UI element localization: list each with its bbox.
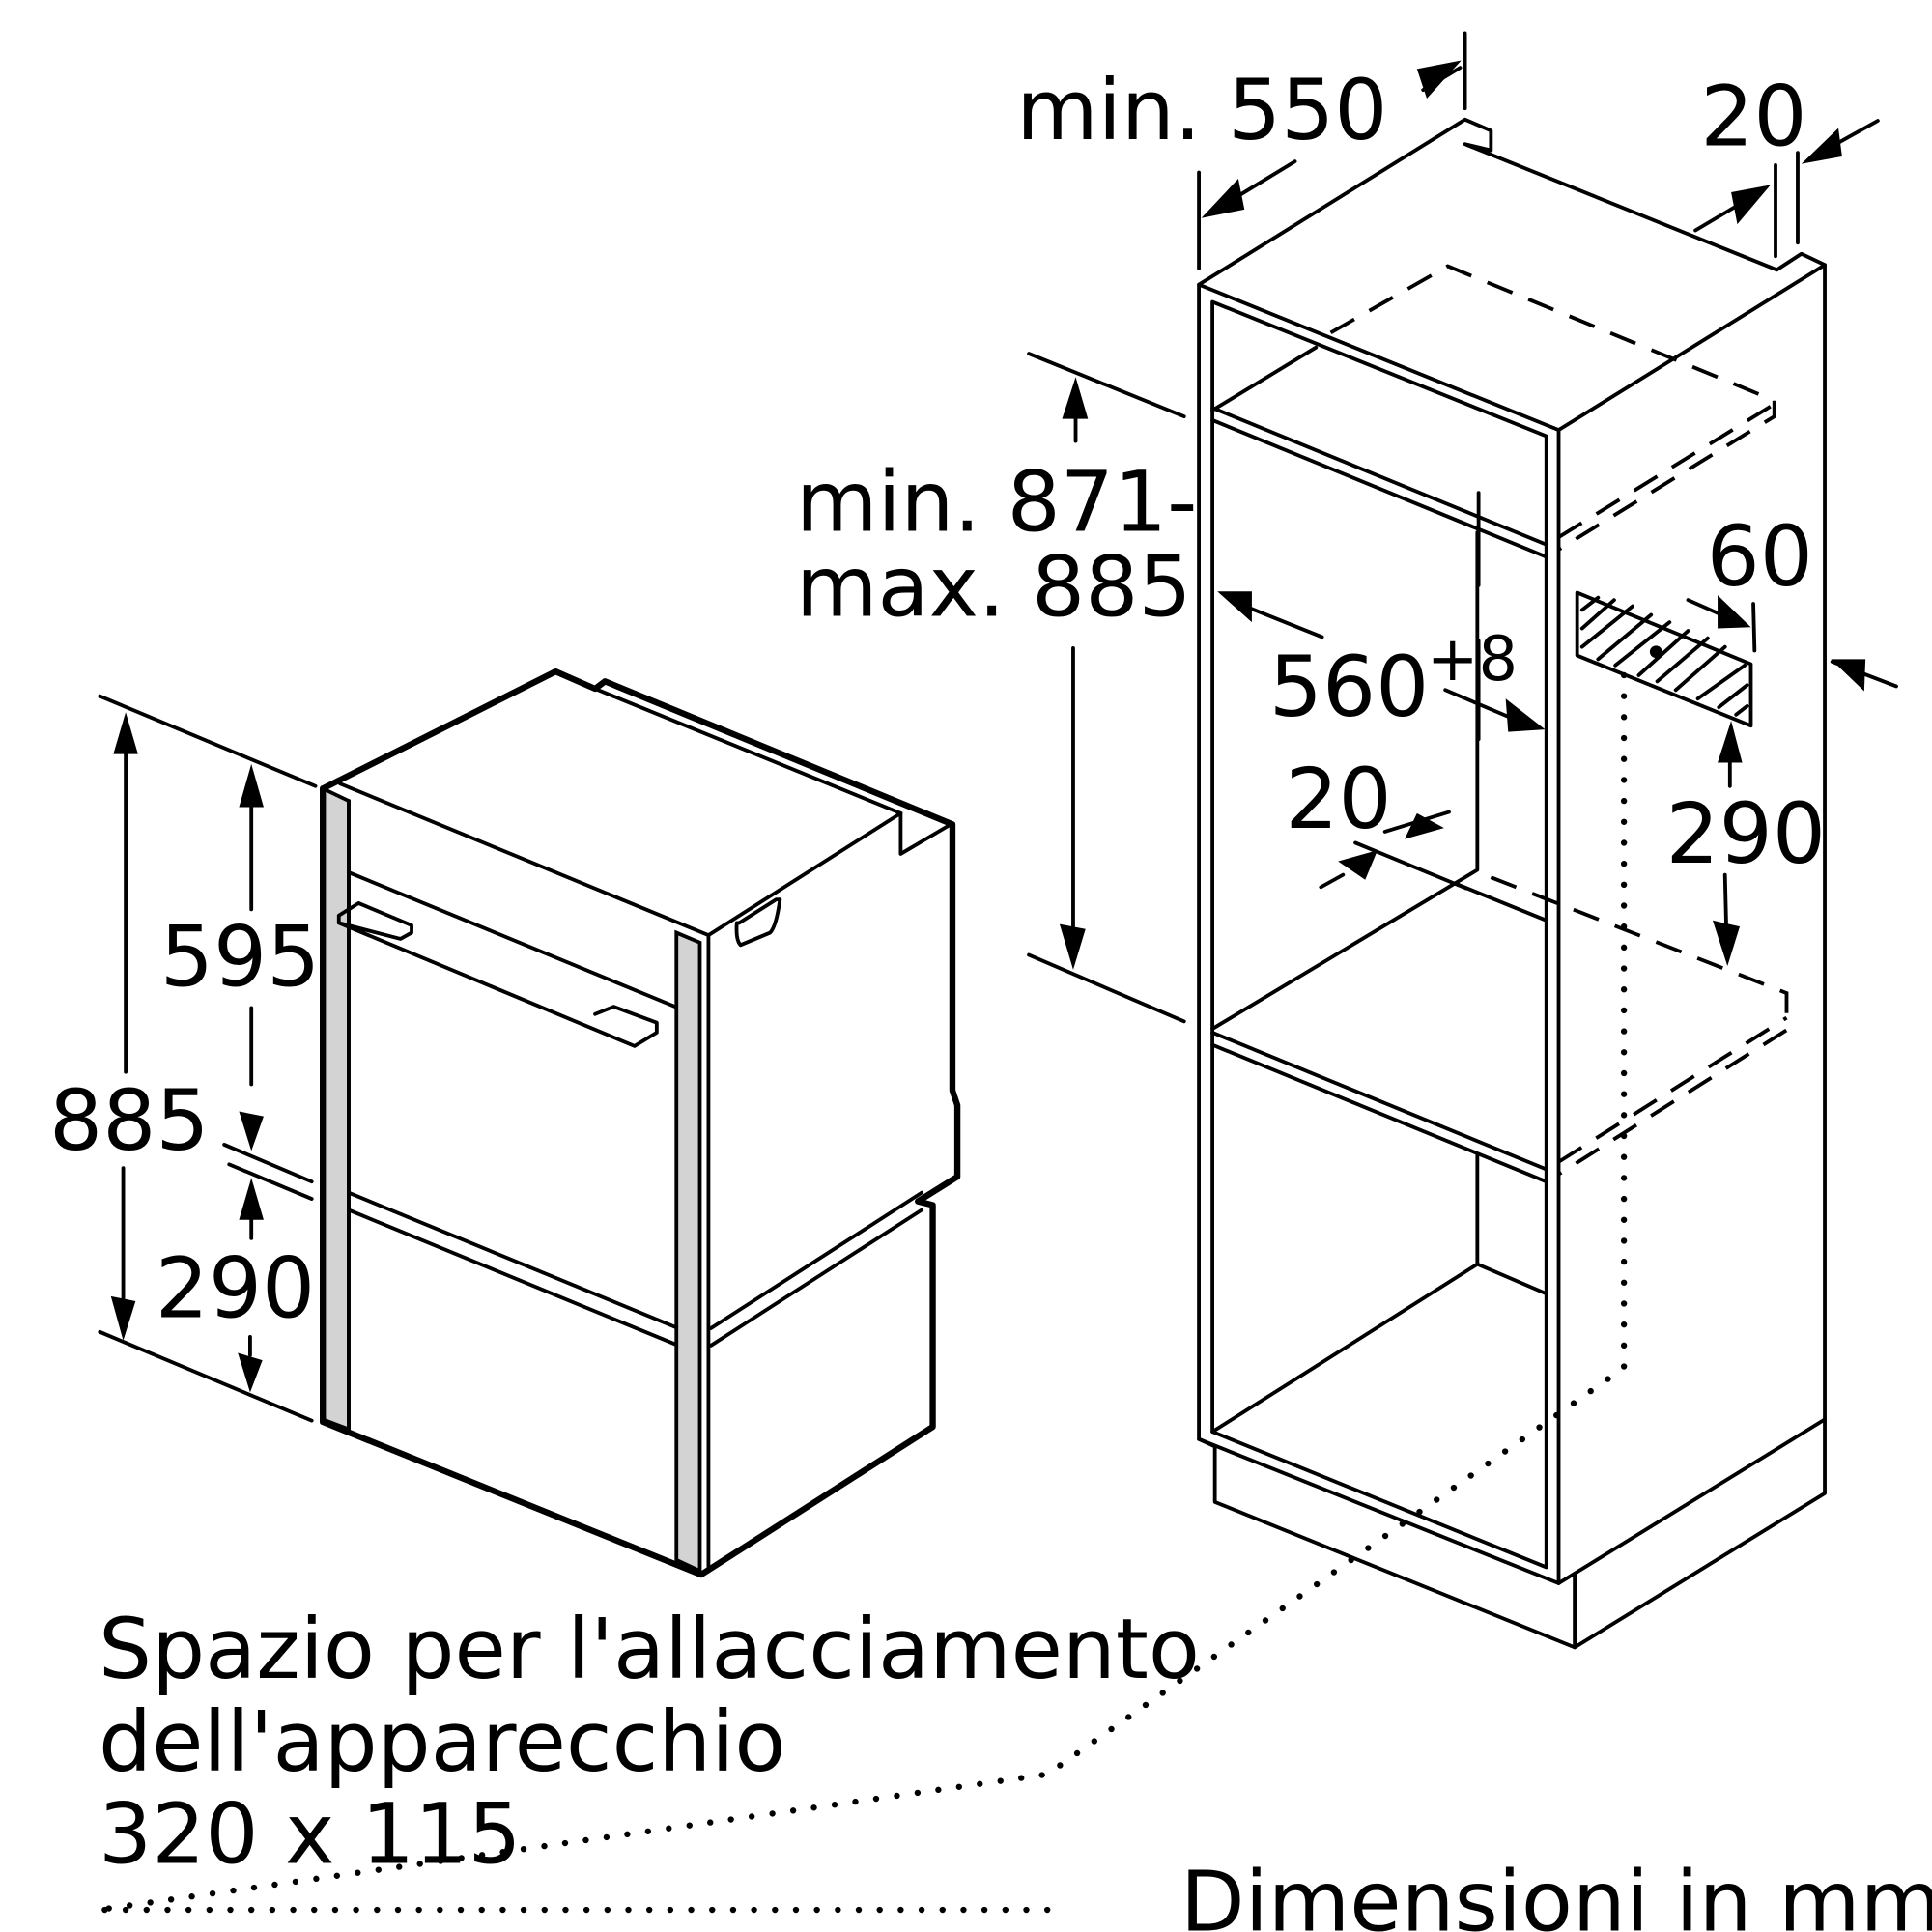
vent-height-label: 290	[1665, 785, 1826, 883]
total-height-label: 885	[49, 1072, 210, 1170]
connection-size: 320 x 115	[99, 1786, 522, 1884]
connection-note-line2: dell'apparecchio	[99, 1693, 785, 1791]
appliance-dimension-lines	[98, 694, 318, 1423]
door-height-label: 595	[160, 908, 321, 1006]
niche-width-label: 560	[1269, 639, 1430, 736]
depth-min-label: min. 550	[1016, 62, 1387, 159]
vent-depth-label: 60	[1707, 508, 1813, 606]
connection-note-line1: Spazio per l'allacciamento	[99, 1601, 1200, 1698]
niche-height-min-label: min. 871-	[796, 454, 1197, 552]
niche-height-max-label: max. 885	[796, 539, 1192, 637]
cabinet-drawing	[95, 117, 1827, 1914]
drawer-height-label: 290	[156, 1240, 316, 1338]
units-note: Dimensioni in mm	[1180, 1854, 1932, 1932]
appliance-drawing	[319, 668, 961, 1578]
cabinet-dimension-lines	[1027, 31, 1898, 1024]
shelf-thickness-label: 20	[1285, 751, 1391, 848]
top-gap-label: 20	[1700, 69, 1806, 166]
niche-width-tolerance: +8	[1427, 624, 1518, 696]
